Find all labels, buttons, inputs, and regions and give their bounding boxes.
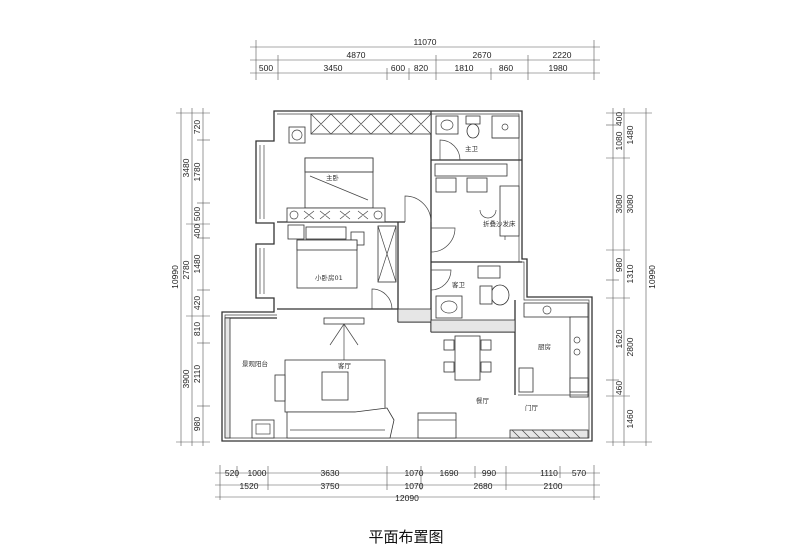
room-label-kitchen: 厨房 [538,342,551,351]
right-dim: 1080 [614,131,624,150]
left-dim: 810 [192,322,202,336]
bottom-dim: 520 [225,468,239,478]
left-dim: 2110 [192,365,202,384]
right-dim: 3080 [625,194,635,213]
bottom-dim: 2680 [474,481,493,491]
room-label-master-bedroom: 主卧 [326,173,340,182]
top-dim: 3450 [324,63,343,73]
left-dim: 400 [192,224,202,238]
left-dim: 2780 [181,260,191,279]
top-dim: 1810 [455,63,474,73]
right-dim: 400 [614,112,624,126]
room-label-entry: 门厅 [525,403,539,412]
left-dim: 3480 [181,158,191,177]
room-label-living: 客厅 [338,361,352,370]
right-dimensions: 10990 1480 3080 1310 2800 1460 400 1080 … [606,108,657,446]
left-dim: 1480 [192,254,202,273]
study-room: 折叠沙发床 [430,163,520,253]
room-label-balcony: 景观阳台 [242,359,268,368]
bottom-dim: 3630 [321,468,340,478]
small-bedroom: 小卧房01 [287,224,397,310]
right-total-dim: 10990 [647,265,657,289]
top-dim: 820 [414,63,428,73]
top-total-dim: 11070 [413,37,436,47]
left-dim: 720 [192,120,202,134]
bottom-dim: 1110 [540,468,558,478]
room-label-study: 折叠沙发床 [483,219,516,228]
left-dim: 420 [192,296,202,310]
top-dim: 600 [391,63,405,73]
right-dim: 1480 [625,125,635,144]
right-dim: 3080 [614,194,624,213]
bottom-dim: 1070 [405,468,424,478]
left-dimensions: 10990 3480 2780 3900 720 1780 500 400 14… [170,108,210,446]
room-label-small-bedroom: 小卧房01 [315,273,343,282]
top-dim: 4870 [347,50,366,60]
top-dim: 860 [499,63,513,73]
bottom-dim: 990 [482,468,496,478]
bottom-dim: 1520 [240,481,259,491]
right-dim: 1620 [614,329,624,348]
right-dim: 1460 [625,409,635,428]
bottom-total-dim: 12090 [395,493,419,503]
dining-area: 餐厅 门厅 [443,335,589,439]
bottom-dim: 1690 [440,468,459,478]
room-label-master-bath: 主卫 [465,144,479,153]
room-label-dining: 餐厅 [476,396,490,405]
master-bedroom: 主卧 [286,113,432,223]
bottom-dim: 1070 [405,481,424,491]
room-label-guest-bath: 客卫 [452,280,466,289]
bottom-dim: 3750 [321,481,340,491]
right-dim: 460 [614,381,624,395]
guest-bathroom: 客卫 [430,265,510,319]
left-dim: 500 [192,207,202,221]
drawing-title: 平面布置图 [368,528,443,546]
left-total-dim: 10990 [170,265,180,289]
top-dim: 1980 [549,63,568,73]
bottom-dim: 570 [572,468,586,478]
master-bathroom: 主卫 [435,115,520,161]
right-dim: 1310 [625,264,635,283]
bottom-dimensions: 520 1000 3630 1070 1690 990 1110 570 152… [215,465,600,503]
left-dim: 3900 [181,369,191,388]
bottom-dim: 2100 [544,481,563,491]
kitchen: 厨房 [518,302,589,398]
bottom-dim: 1000 [248,468,267,478]
living-room: 客厅 景观阳台 [242,317,457,439]
right-dim: 2800 [625,337,635,356]
top-dim: 2220 [553,50,572,60]
left-dim: 1780 [192,162,202,181]
top-dimensions: 11070 4870 2670 2220 500 3450 600 820 18… [250,37,600,80]
top-dim: 500 [259,63,273,73]
top-dim: 2670 [473,50,492,60]
left-dim: 980 [192,417,202,431]
right-dim: 980 [614,258,624,272]
